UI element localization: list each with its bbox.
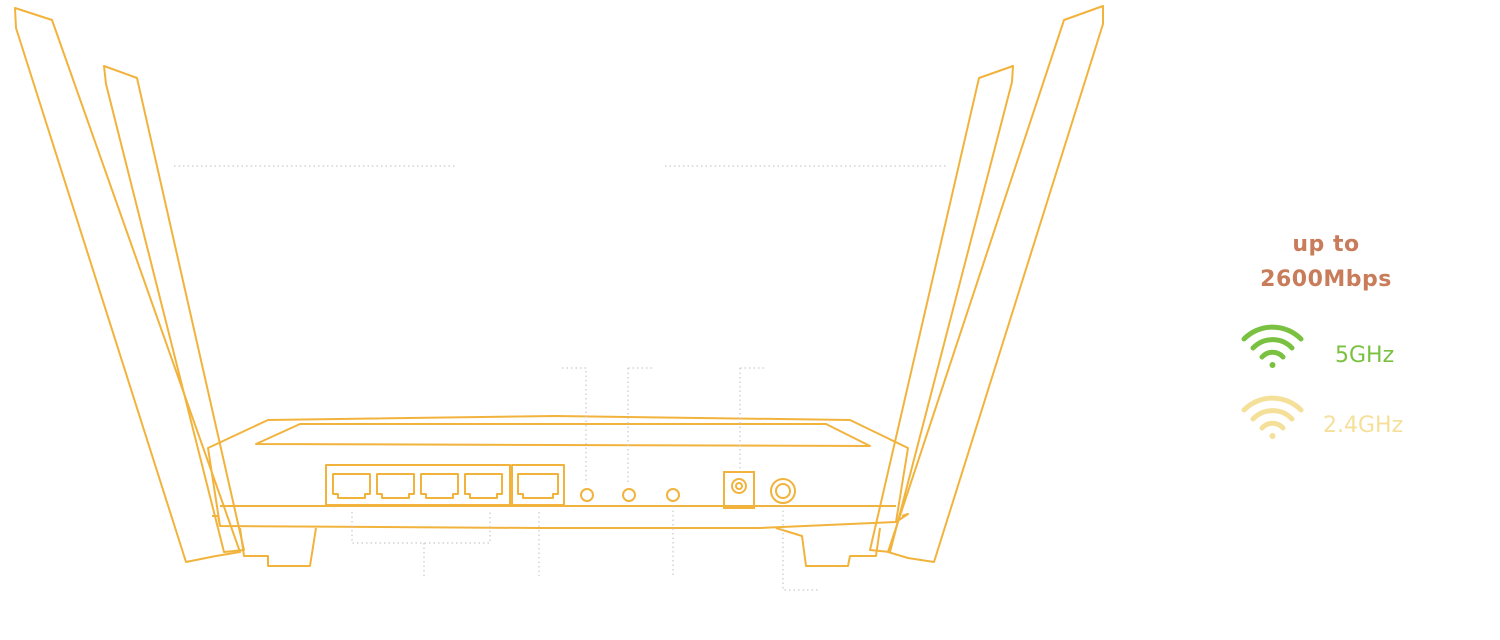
leader-reset	[562, 367, 587, 484]
wan-port-block	[511, 464, 565, 506]
power-jack-outer	[731, 478, 747, 494]
wan-port	[511, 464, 565, 506]
lan-port-1	[332, 473, 371, 499]
led-button	[666, 488, 680, 502]
leader-lines	[174, 165, 946, 591]
reset-button	[580, 488, 594, 502]
wifi-icon	[1241, 395, 1304, 439]
router-chassis	[207, 415, 909, 529]
antenna-left-outer	[14, 7, 241, 563]
leader-switch	[782, 506, 820, 591]
lan-port-2	[376, 473, 415, 499]
lan-port-block	[325, 464, 511, 506]
band-24ghz-label: 2.4GHz	[1323, 413, 1403, 438]
power-jack	[723, 471, 755, 509]
power-switch-outer	[770, 478, 796, 504]
wan-port-socket	[517, 473, 559, 499]
lan-port-4	[464, 473, 503, 499]
wifi-icon	[1241, 324, 1304, 368]
router-top-bevel	[255, 423, 871, 447]
lan-ports	[325, 464, 511, 506]
band-5ghz: 5GHz	[1241, 324, 1394, 368]
lan-port-3	[420, 473, 459, 499]
speed-info: up to 2600Mbps	[1260, 232, 1392, 292]
buttons-and-leds	[580, 488, 680, 502]
power-switch	[770, 478, 796, 504]
right-side-bump	[895, 513, 909, 523]
power-switch-inner	[775, 483, 791, 499]
antenna-right-inner	[869, 65, 1014, 553]
antenna-right-outer	[887, 5, 1104, 563]
leader-lan-bracket	[351, 512, 491, 544]
foot-right	[775, 527, 881, 567]
band-5ghz-label: 5GHz	[1335, 343, 1394, 368]
antenna-left-inner	[103, 65, 245, 553]
antennas	[14, 5, 1104, 563]
power-jack-housing	[723, 471, 755, 509]
wps-button	[622, 488, 636, 502]
foot-left	[239, 527, 317, 567]
power-jack-inner	[735, 482, 743, 490]
speed-line-1: up to	[1292, 232, 1359, 257]
left-side-bump	[212, 515, 221, 527]
speed-line-2: 2600Mbps	[1260, 267, 1392, 292]
band-24ghz: 2.4GHz	[1241, 395, 1403, 439]
